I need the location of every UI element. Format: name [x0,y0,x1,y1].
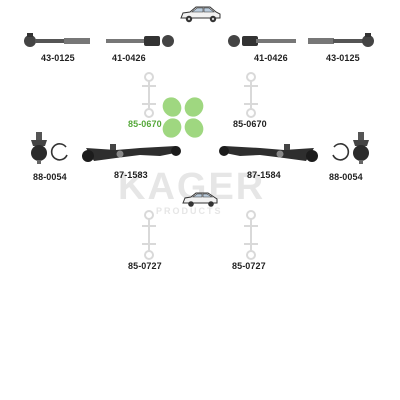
part-label: 85-0727 [232,261,266,271]
stabilizer-link-icon [142,72,156,118]
kager-clover-logo [162,97,204,138]
part-label: 41-0426 [112,53,146,63]
part-label: 85-0727 [128,261,162,271]
part-label: 43-0125 [41,53,75,63]
tie-rod-end-icon [308,33,374,47]
inner-tie-rod-icon [228,35,296,47]
control-arm-icon [219,144,318,162]
inner-tie-rod-icon [106,35,174,47]
part-label: 88-0054 [329,172,363,182]
part-label: 87-1584 [247,170,281,180]
part-label: 87-1583 [114,170,148,180]
tie-rod-end-icon [24,33,90,47]
stabilizer-link-icon [244,210,258,260]
part-label-highlight: 85-0670 [128,119,162,129]
part-label: 85-0670 [233,119,267,129]
part-label: 43-0125 [326,53,360,63]
control-arm-icon [82,144,181,162]
ball-joint-icon [31,132,47,164]
watermark-sub: PRODUCTS [156,206,223,216]
ball-joint-icon [353,132,369,164]
part-label: 88-0054 [33,172,67,182]
circlip-icon [50,143,68,161]
stabilizer-link-icon [142,210,156,260]
circlip-icon [332,143,350,161]
car-icon-center [182,192,218,207]
car-icon-top [180,6,221,23]
part-label: 41-0426 [254,53,288,63]
stabilizer-link-icon [244,72,258,118]
